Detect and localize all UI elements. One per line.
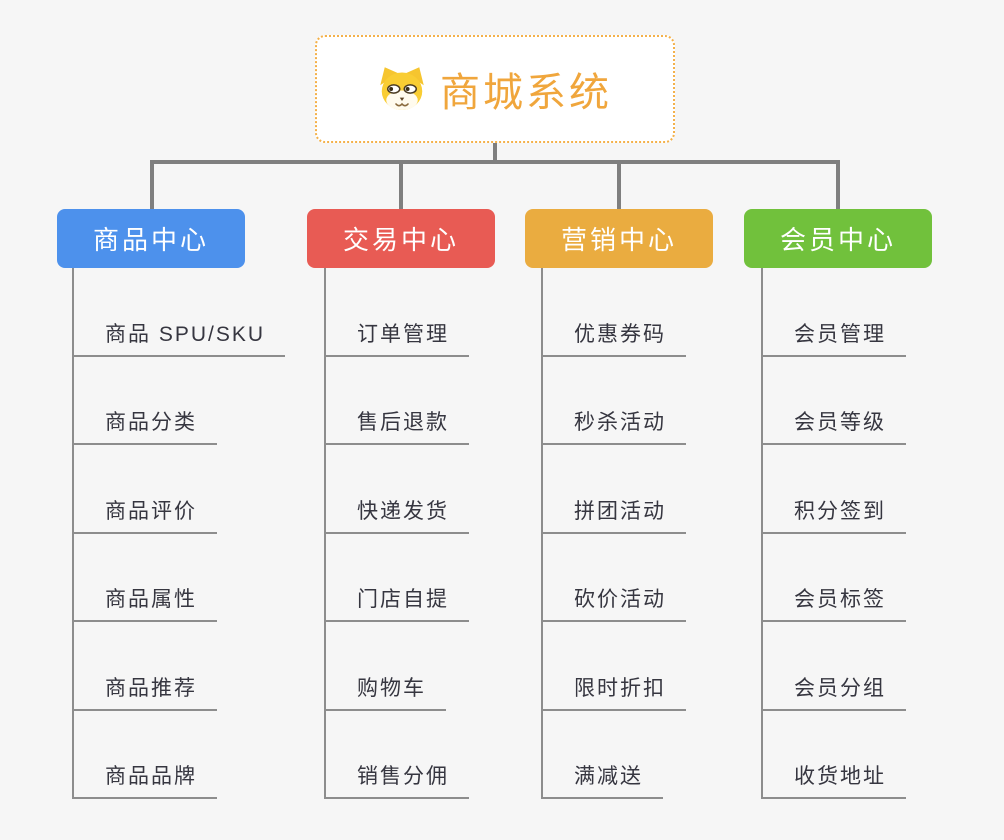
- leaf-node[interactable]: 拼团活动: [543, 445, 686, 534]
- children-member-center: 会员管理 会员等级 积分签到 会员标签 会员分组 收货地址: [761, 268, 906, 799]
- connector-drop-trade: [399, 162, 403, 209]
- leaf-node[interactable]: 会员分组: [763, 622, 906, 711]
- branch-label: 交易中心: [342, 225, 459, 255]
- dog-face-icon: [380, 67, 424, 110]
- branch-label: 营销中心: [560, 225, 677, 255]
- leaf-node[interactable]: 满减送: [543, 711, 663, 799]
- connector-drop-product: [150, 162, 154, 209]
- leaf-node[interactable]: 会员等级: [763, 357, 906, 445]
- children-trade-center: 订单管理 售后退款 快递发货 门店自提 购物车 销售分佣: [324, 268, 469, 799]
- leaf-node[interactable]: 会员管理: [763, 268, 906, 357]
- branch-label: 商品中心: [92, 225, 209, 255]
- leaf-node[interactable]: 商品属性: [74, 534, 217, 622]
- leaf-node[interactable]: 购物车: [326, 622, 446, 711]
- leaf-node[interactable]: 收货地址: [763, 711, 906, 799]
- connector-root-stem: [493, 141, 497, 162]
- children-marketing-center: 优惠券码 秒杀活动 拼团活动 砍价活动 限时折扣 满减送: [541, 268, 686, 799]
- connector-horizontal-bar: [150, 160, 840, 164]
- leaf-node[interactable]: 优惠券码: [543, 268, 686, 357]
- leaf-node[interactable]: 商品推荐: [74, 622, 217, 711]
- branch-trade-center[interactable]: 交易中心: [307, 209, 495, 268]
- root-title: 商城系统: [440, 71, 612, 115]
- branch-member-center[interactable]: 会员中心: [744, 209, 932, 268]
- leaf-node[interactable]: 订单管理: [326, 268, 469, 357]
- connector-drop-member: [836, 162, 840, 209]
- connector-drop-marketing: [617, 162, 621, 209]
- root-node[interactable]: 商城系统: [315, 35, 675, 143]
- leaf-node[interactable]: 商品分类: [74, 357, 217, 445]
- leaf-node[interactable]: 商品评价: [74, 445, 217, 534]
- branch-label: 会员中心: [779, 225, 896, 255]
- leaf-node[interactable]: 售后退款: [326, 357, 469, 445]
- leaf-node[interactable]: 门店自提: [326, 534, 469, 622]
- branch-product-center[interactable]: 商品中心: [57, 209, 245, 268]
- leaf-node[interactable]: 销售分佣: [326, 711, 469, 799]
- leaf-node[interactable]: 快递发货: [326, 445, 469, 534]
- leaf-node[interactable]: 商品品牌: [74, 711, 217, 799]
- leaf-node[interactable]: 商品 SPU/SKU: [74, 268, 286, 357]
- leaf-node[interactable]: 秒杀活动: [543, 357, 686, 445]
- branch-marketing-center[interactable]: 营销中心: [525, 209, 713, 268]
- children-product-center: 商品 SPU/SKU 商品分类 商品评价 商品属性 商品推荐 商品品牌: [72, 268, 286, 799]
- leaf-node[interactable]: 限时折扣: [543, 622, 686, 711]
- leaf-node[interactable]: 积分签到: [763, 445, 906, 534]
- leaf-node[interactable]: 砍价活动: [543, 534, 686, 622]
- leaf-node[interactable]: 会员标签: [763, 534, 906, 622]
